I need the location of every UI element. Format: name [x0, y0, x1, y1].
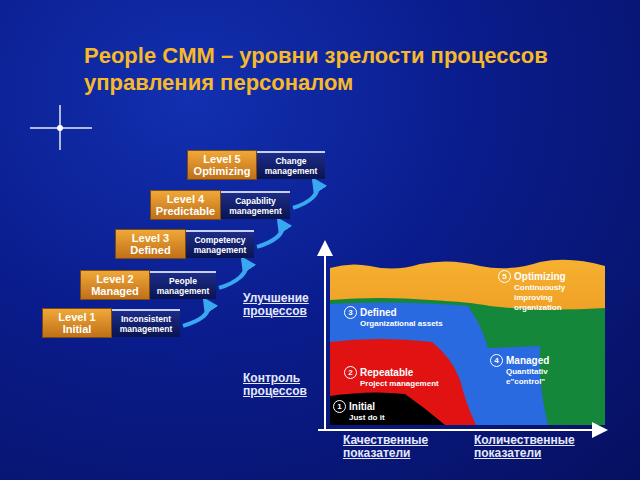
level-label: Defined [119, 244, 182, 256]
practice-label: Inconsistent management [115, 314, 177, 334]
step-arrow [293, 182, 317, 208]
level-name: Managed [506, 355, 549, 366]
practice-label: People management [153, 276, 213, 296]
callout-number: 1 [333, 400, 346, 413]
practice-box: People management [150, 271, 216, 299]
practice-box: Competency management [186, 230, 254, 258]
optimizing-region [330, 260, 605, 425]
title: People CMM – уровни зрелости процессов у… [84, 42, 604, 96]
level-box: Level 2Managed [80, 270, 150, 300]
callout-number: 3 [344, 306, 357, 319]
level-name: Repeatable [360, 367, 413, 378]
level-name: Optimizing [514, 271, 566, 282]
practice-box: Change management [257, 151, 325, 179]
level-box: Level 1Initial [42, 308, 112, 338]
level-description: Organizational assets [360, 319, 464, 329]
maturity-region: 2RepeatableProject management [344, 366, 454, 389]
sparkle [30, 105, 92, 150]
level-label: Level 1 [46, 311, 108, 323]
step-arrow [219, 261, 246, 288]
repeatable-region [330, 339, 476, 425]
practice-box: Capability management [221, 191, 290, 219]
callout-number: 5 [498, 270, 511, 283]
initial-region [330, 392, 445, 425]
green-region [330, 298, 605, 425]
step-arrow [257, 222, 282, 247]
level-label: Initial [46, 323, 108, 335]
level-box: Level 3Defined [115, 229, 186, 259]
maturity-region: 4ManagedQuantitativ e"control" [490, 354, 550, 387]
axis-label: Контроль процессов [243, 372, 323, 398]
level-name: Initial [349, 401, 375, 412]
level-description: Quantitativ e"control" [506, 367, 550, 387]
level-description: Just do it [349, 413, 423, 423]
callout-number: 4 [490, 354, 503, 367]
level-description: Continuously improving organization [514, 283, 602, 313]
level-label: Predictable [154, 205, 217, 217]
level-label: Optimizing [191, 165, 253, 177]
sparkle-dot [57, 125, 63, 131]
maturity-region: 3DefinedOrganizational assets [344, 306, 464, 329]
maturity-region: 1InitialJust do it [333, 400, 423, 423]
level-label: Level 4 [154, 193, 217, 205]
level-name: Defined [360, 307, 397, 318]
level-description: Project management [360, 379, 454, 389]
level-label: Level 3 [119, 232, 182, 244]
practice-label: Capability management [224, 196, 287, 216]
practice-label: Competency management [189, 235, 251, 255]
maturity-region: 5OptimizingContinuously improving organi… [498, 270, 602, 313]
level-label: Level 5 [191, 153, 253, 165]
y-axis [324, 244, 326, 430]
level-box: Level 4Predictable [150, 190, 221, 220]
axis-label: Улучшение процессов [243, 292, 323, 318]
level-label: Managed [84, 285, 146, 297]
practice-box: Inconsistent management [112, 309, 180, 337]
practice-label: Change management [260, 156, 322, 176]
callout-number: 2 [344, 366, 357, 379]
step-arrow [183, 302, 208, 326]
x-axis [318, 429, 604, 431]
level-box: Level 5Optimizing [187, 150, 257, 180]
axis-label: Качественные показатели [343, 434, 463, 460]
axis-label: Количественные показатели [474, 434, 604, 460]
level-label: Level 2 [84, 273, 146, 285]
